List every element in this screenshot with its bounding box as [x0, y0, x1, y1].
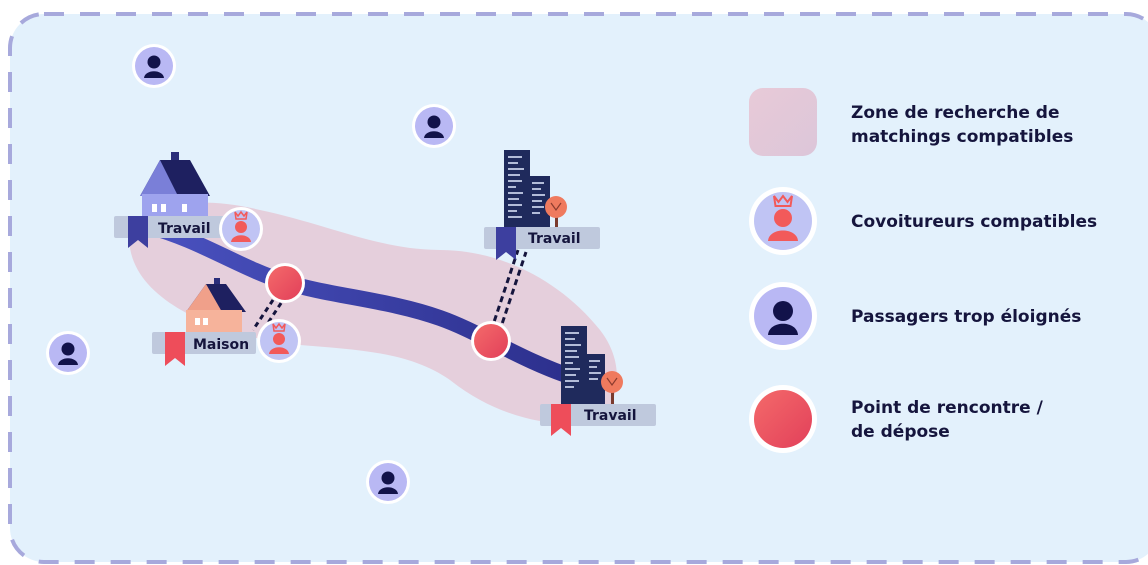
legend-compatible-text: Covoitureurs compatibles — [851, 212, 1097, 232]
bookmark-icon — [496, 227, 516, 260]
maison-house-icon — [186, 278, 246, 334]
tree-icon — [601, 371, 623, 404]
map-panel — [8, 12, 1148, 564]
legend-zone-line1: Zone de recherche de — [851, 103, 1060, 123]
home-label-text: Travail — [158, 221, 211, 237]
maison-label-text: Maison — [193, 337, 249, 353]
legend: Zone de recherche de matchings compatibl… — [749, 88, 1097, 453]
legend-far-text: Passagers trop éloignés — [851, 307, 1081, 327]
meeting-point — [471, 321, 511, 361]
work2-label-text: Travail — [584, 408, 637, 424]
legend-zone-line2: matchings compatibles — [851, 127, 1073, 147]
search-zone — [129, 202, 617, 424]
far-passenger — [46, 331, 90, 375]
office-building-icon — [561, 326, 605, 406]
legend-meeting-line1: Point de rencontre / — [851, 398, 1044, 418]
tree-icon — [545, 196, 567, 230]
far-passenger — [366, 460, 410, 504]
compatible-carpooler — [219, 207, 263, 251]
meeting-point — [265, 263, 305, 303]
legend-zone-swatch — [749, 88, 817, 156]
legend-meeting-line2: de dépose — [851, 422, 950, 442]
far-passenger — [412, 104, 456, 148]
work1-label-text: Travail — [528, 231, 581, 247]
legend-compatible-swatch — [749, 187, 817, 255]
bookmark-icon — [128, 216, 148, 248]
legend-far-swatch — [749, 282, 817, 350]
far-passenger — [132, 44, 176, 88]
bookmark-icon — [165, 332, 185, 366]
legend-meeting-swatch — [749, 385, 817, 453]
office-building-icon — [504, 150, 550, 230]
bookmark-icon — [551, 404, 571, 436]
compatible-carpooler — [257, 319, 301, 363]
